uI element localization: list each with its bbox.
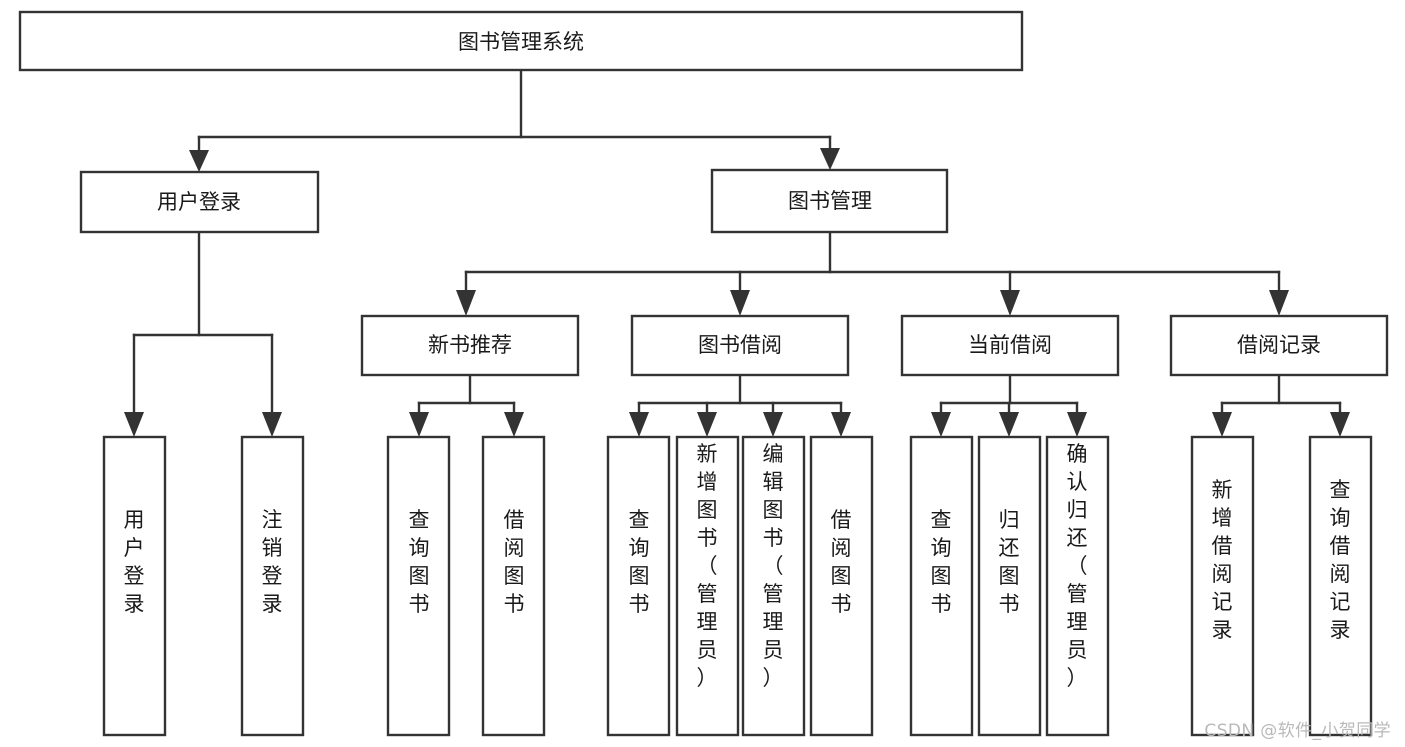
- node-leaf-query-book-1-label: 查询图书: [409, 508, 430, 616]
- node-leaf-query-book-3[interactable]: 查询图书: [909, 435, 974, 737]
- arrow-head-leaf-query-book-3: [931, 412, 951, 437]
- node-leaf-query-book-3-label: 查询图书: [931, 508, 952, 616]
- arrow-head-leaf-borrow-book-2: [831, 412, 851, 437]
- node-leaf-borrow-book-1-box[interactable]: [481, 435, 546, 737]
- arrow-head-leaf-borrow-book-1: [504, 412, 524, 437]
- node-leaf-add-book-label: 新增图书（管理员）: [697, 442, 718, 690]
- node-user-login-box[interactable]: [79, 170, 320, 234]
- arrow-head-leaf-query-record: [1330, 412, 1350, 437]
- node-leaf-query-book-2-label: 查询图书: [629, 508, 650, 616]
- arrow-head-leaf-edit-book: [763, 412, 783, 437]
- node-leaf-query-book-2-box[interactable]: [606, 435, 671, 737]
- connector-layer: [124, 68, 1350, 437]
- node-book-manage-label: 图书管理: [788, 189, 872, 213]
- node-leaf-query-book-3-box[interactable]: [909, 435, 974, 737]
- node-book-manage-box[interactable]: [710, 168, 949, 234]
- node-leaf-logout-label: 注销登录: [262, 508, 283, 616]
- arrow-head-user-login: [189, 150, 209, 172]
- node-leaf-return-book[interactable]: 归还图书: [977, 435, 1042, 737]
- arrow-head-new-book-recommend: [456, 290, 476, 316]
- node-leaf-return-book-box[interactable]: [977, 435, 1042, 737]
- node-leaf-return-book-label: 归还图书: [999, 508, 1020, 616]
- node-root-box[interactable]: [18, 10, 1024, 72]
- arrow-head-borrow-record: [1269, 290, 1289, 316]
- node-book-borrow[interactable]: 图书借阅: [630, 314, 850, 377]
- node-new-book-recommend[interactable]: 新书推荐: [360, 314, 580, 377]
- node-leaf-add-book[interactable]: 新增图书（管理员）: [675, 435, 740, 737]
- node-leaf-logout[interactable]: 注销登录: [240, 435, 305, 737]
- node-book-manage[interactable]: 图书管理: [710, 168, 949, 234]
- node-new-book-recommend-box[interactable]: [360, 314, 580, 377]
- node-leaf-query-book-1[interactable]: 查询图书: [386, 435, 451, 737]
- node-current-borrow[interactable]: 当前借阅: [900, 314, 1120, 377]
- arrow-head-leaf-confirm-return: [1067, 412, 1087, 437]
- node-current-borrow-label: 当前借阅: [968, 333, 1052, 357]
- node-leaf-edit-book-label: 编辑图书（管理员）: [763, 442, 784, 690]
- node-leaf-user-login[interactable]: 用户登录: [102, 435, 167, 737]
- node-leaf-edit-book-box[interactable]: [741, 435, 806, 737]
- node-root-label: 图书管理系统: [458, 30, 584, 54]
- node-leaf-add-record-label: 新增借阅记录: [1212, 478, 1233, 642]
- node-leaf-add-book-box[interactable]: [675, 435, 740, 737]
- node-root[interactable]: 图书管理系统: [18, 10, 1024, 72]
- node-borrow-record[interactable]: 借阅记录: [1169, 314, 1389, 377]
- arrow-head-book-borrow: [730, 290, 750, 316]
- node-leaf-query-record-box[interactable]: [1308, 435, 1373, 737]
- node-leaf-user-login-label: 用户登录: [124, 508, 145, 616]
- arrow-head-leaf-return-book: [999, 412, 1019, 437]
- node-leaf-query-book-2[interactable]: 查询图书: [606, 435, 671, 737]
- node-new-book-recommend-label: 新书推荐: [428, 333, 512, 357]
- arrow-head-leaf-logout: [262, 412, 282, 437]
- node-leaf-add-record-box[interactable]: [1190, 435, 1255, 737]
- node-leaf-borrow-book-2[interactable]: 借阅图书: [809, 435, 874, 737]
- node-book-borrow-label: 图书借阅: [698, 333, 782, 357]
- arrow-head-leaf-add-record: [1212, 412, 1232, 437]
- node-leaf-borrow-book-1[interactable]: 借阅图书: [481, 435, 546, 737]
- node-leaf-add-record[interactable]: 新增借阅记录: [1190, 435, 1255, 737]
- node-borrow-record-label: 借阅记录: [1237, 333, 1321, 357]
- node-leaf-borrow-book-2-box[interactable]: [809, 435, 874, 737]
- node-book-borrow-box[interactable]: [630, 314, 850, 377]
- arrow-head-leaf-query-book-2: [629, 412, 649, 437]
- arrow-head-leaf-add-book: [697, 412, 717, 437]
- node-current-borrow-box[interactable]: [900, 314, 1120, 377]
- node-leaf-user-login-box[interactable]: [102, 435, 167, 737]
- node-user-login[interactable]: 用户登录: [79, 170, 320, 234]
- node-borrow-record-box[interactable]: [1169, 314, 1389, 377]
- arrow-head-leaf-user-login: [124, 412, 144, 437]
- node-leaf-query-book-1-box[interactable]: [386, 435, 451, 737]
- node-leaf-confirm-return-label: 确认归还（管理员）: [1067, 442, 1088, 690]
- node-leaf-query-record[interactable]: 查询借阅记录: [1308, 435, 1373, 737]
- arrow-head-leaf-query-book-1: [409, 412, 429, 437]
- node-leaf-confirm-return[interactable]: 确认归还（管理员）: [1045, 435, 1110, 737]
- node-leaf-edit-book[interactable]: 编辑图书（管理员）: [741, 435, 806, 737]
- node-leaf-confirm-return-box[interactable]: [1045, 435, 1110, 737]
- csdn-watermark: CSDN @软件_小贺同学: [1204, 721, 1391, 741]
- node-leaf-borrow-book-2-label: 借阅图书: [831, 508, 852, 616]
- node-leaf-borrow-book-1-label: 借阅图书: [504, 508, 525, 616]
- arrow-head-current-borrow: [1000, 290, 1020, 316]
- node-leaf-query-record-label: 查询借阅记录: [1330, 478, 1351, 642]
- node-user-login-label: 用户登录: [157, 190, 241, 214]
- arrow-head-book-manage: [820, 148, 840, 170]
- node-leaf-logout-box[interactable]: [240, 435, 305, 737]
